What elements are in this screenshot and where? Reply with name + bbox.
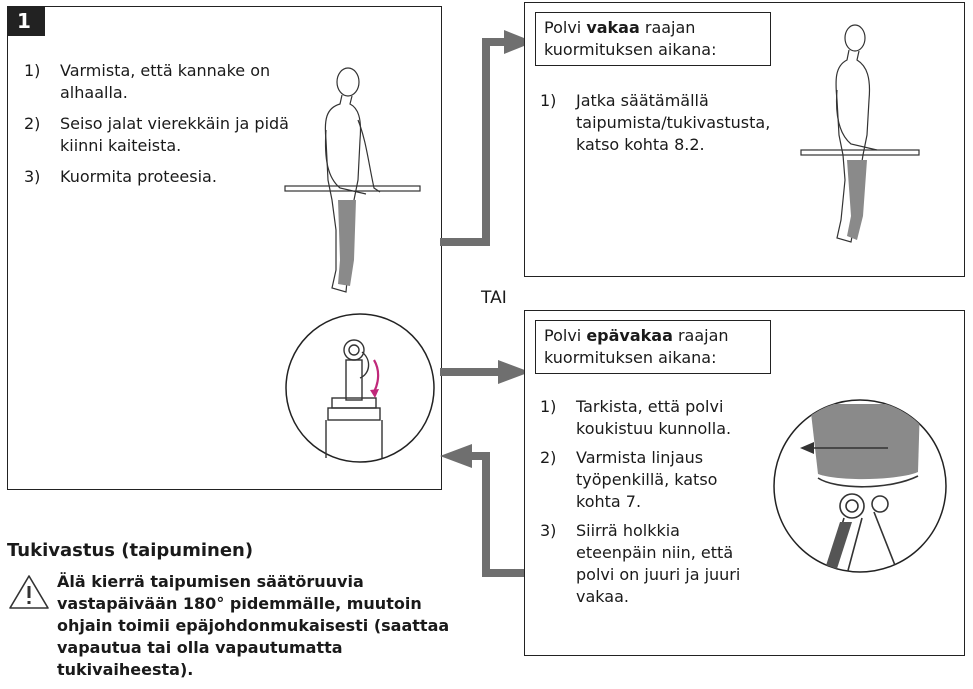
step-num: 1) [540,91,557,110]
list-item: 3) Siirrä holkkia eteenpäin niin, että po… [540,520,765,608]
header-text: raajan kuormituksen aikana: [544,18,717,59]
step-text: Kuormita proteesia. [60,167,217,186]
header-bold: epävakaa [586,326,673,345]
list-item: 2) Varmista linjaus työpenkillä, katso ko… [540,447,765,513]
step-num: 1) [540,397,557,416]
step-text: Tarkista, että polvi koukistuu kunnolla. [576,397,732,438]
list-item: 1) Varmista, että kannake on alhaalla. [24,60,294,104]
step-num: 1) [24,61,41,80]
unstable-header: Polvi epävakaa raajan kuormituksen aikan… [535,320,771,374]
step-text: Varmista linjaus työpenkillä, katso koht… [576,448,718,511]
list-item: 1) Jatka säätämällä taipumista/tukivastus… [540,90,770,156]
header-text: Polvi [544,18,587,37]
step-text: Jatka säätämällä taipumista/tukivastusta… [576,91,771,154]
list-item: 2) Seiso jalat vierekkäin ja pidä kiinni … [24,113,294,157]
section-title: Tukivastus (taipuminen) [7,540,254,561]
warning-text: Älä kierrä taipumisen säätöruuvia vastap… [57,572,450,679]
step-num: 3) [540,521,557,540]
step-number-badge: 1 [7,6,45,36]
step-list-main: 1) Varmista, että kannake on alhaalla. 2)… [24,60,294,188]
step-text: Varmista, että kannake on alhaalla. [60,61,271,102]
step-num: 3) [24,167,41,186]
list-item: 3) Kuormita proteesia. [24,166,294,188]
step-num: 2) [540,448,557,467]
or-label: TAI [481,288,507,308]
unstable-step-list: 1) Tarkista, että polvi koukistuu kunnoll… [540,396,765,608]
step-text: Seiso jalat vierekkäin ja pidä kiinni ka… [60,114,289,155]
step-text: Siirrä holkkia eteenpäin niin, että polv… [576,521,741,606]
knee-detail-illustration [773,399,947,573]
warning-icon [9,575,49,609]
stable-figure-illustration [800,24,920,243]
stable-step-list: 1) Jatka säätämällä taipumista/tukivastus… [540,90,770,156]
adapter-detail-illustration [285,313,435,463]
list-item: 1) Tarkista, että polvi koukistuu kunnoll… [540,396,765,440]
header-text: Polvi [544,326,587,345]
step-num: 2) [24,114,41,133]
header-text: raajan kuormituksen aikana: [544,326,729,367]
standing-figure-illustration [284,67,421,293]
stable-header: Polvi vakaa raajan kuormituksen aikana: [535,12,771,66]
header-bold: vakaa [586,18,640,37]
flow-arrows [440,30,534,577]
